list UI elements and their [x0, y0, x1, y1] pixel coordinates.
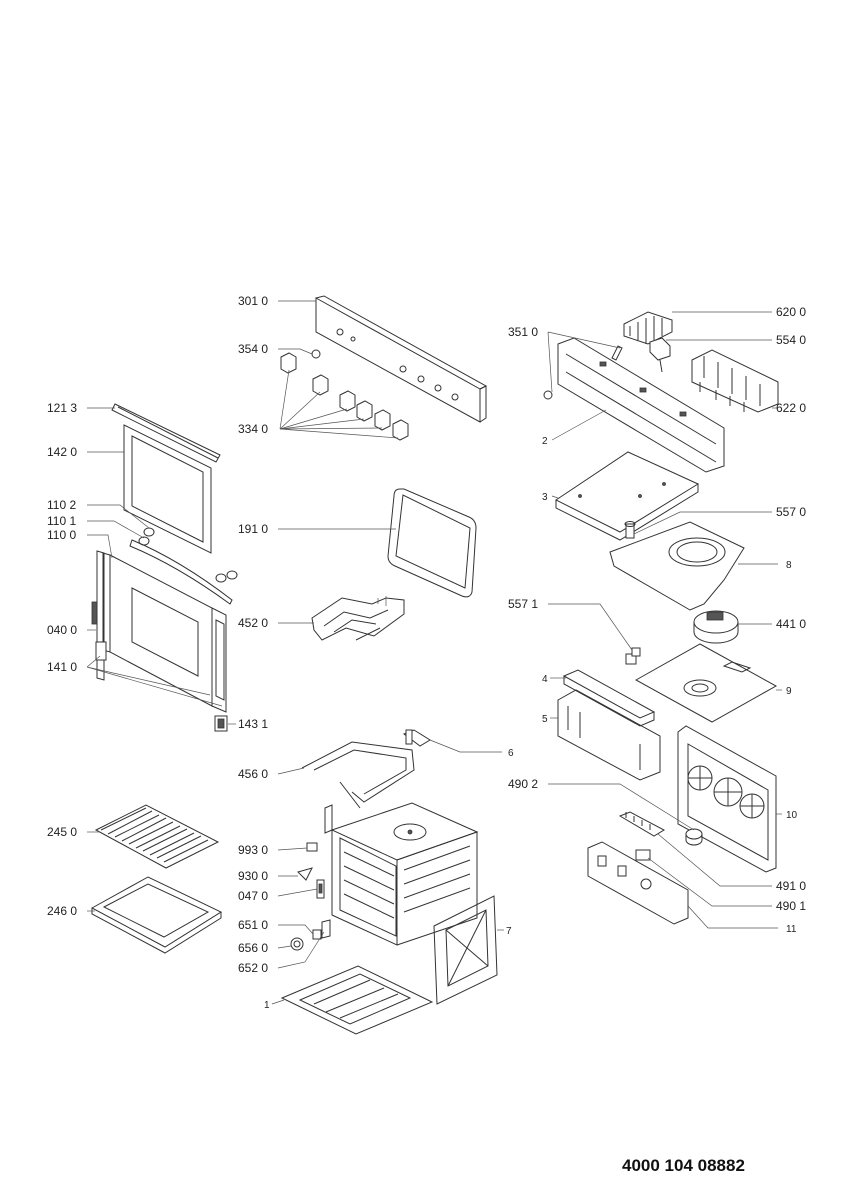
element-bracket	[402, 729, 431, 747]
callout-246-0: 246 0	[47, 904, 77, 918]
callout-110-0: 110 0	[47, 528, 76, 542]
door-clip	[214, 715, 228, 732]
callout-452-0: 452 0	[238, 616, 268, 630]
safety-thermostat	[624, 521, 636, 539]
small-fittings	[290, 842, 331, 951]
callout-490-1: 490 1	[776, 899, 806, 913]
callout-652-0: 652 0	[238, 961, 268, 975]
callout-651-0: 651 0	[238, 918, 268, 932]
document-number: 4000 104 08882	[622, 1156, 745, 1175]
callout-245-0: 245 0	[47, 825, 77, 839]
callout-301-0: 301 0	[238, 294, 268, 308]
callout-993-0: 993 0	[238, 843, 268, 857]
lower-heating-element	[301, 741, 415, 809]
callout-142-0: 142 0	[47, 445, 77, 459]
relay	[635, 849, 651, 861]
terminal-strip	[618, 811, 666, 837]
callout-334-0: 334 0	[238, 422, 268, 436]
callout-5: 5	[542, 714, 548, 725]
control-knobs	[280, 352, 409, 441]
callout-930-0: 930 0	[238, 869, 268, 883]
callout-110-2: 110 2	[47, 498, 76, 512]
callout-656-0: 656 0	[238, 941, 268, 955]
wire-rack	[94, 804, 220, 869]
door-side-profiles	[91, 550, 225, 701]
callout-351-0: 351 0	[508, 325, 538, 339]
outer-door-panel	[102, 552, 227, 713]
callout-557-1: 557 1	[508, 597, 538, 611]
callout-557-0: 557 0	[776, 505, 806, 519]
top-cover-plate	[555, 451, 700, 541]
selector-switch	[649, 337, 671, 373]
switch-assembly	[691, 349, 779, 413]
terminal-block	[623, 311, 673, 345]
callout-9: 9	[786, 686, 792, 697]
callout-1: 1	[264, 1000, 270, 1011]
callout-10: 10	[786, 810, 798, 821]
door-gasket	[387, 488, 477, 598]
lower-control-board	[587, 841, 689, 925]
callout-490-2: 490 2	[508, 777, 538, 791]
baking-tray	[90, 876, 223, 954]
callout-3: 3	[542, 492, 548, 503]
callout-143-1: 143 1	[238, 717, 268, 731]
callout-622-0: 622 0	[776, 401, 806, 415]
callout-4: 4	[542, 674, 548, 685]
callout-121-3: 121 3	[47, 401, 77, 415]
callout-141-0: 141 0	[47, 660, 77, 674]
leader-lines	[86, 300, 782, 1005]
callout-7: 7	[506, 926, 512, 937]
air-duct	[562, 669, 656, 727]
bottom-plate	[280, 965, 434, 1035]
fan-motor	[693, 610, 739, 644]
cavity-back-panel	[433, 895, 498, 1005]
rear-panel	[634, 643, 778, 723]
small-knob	[311, 349, 321, 359]
callout-441-0: 441 0	[776, 617, 806, 631]
callout-110-1: 110 1	[47, 514, 76, 528]
callout-456-0: 456 0	[238, 767, 268, 781]
overheat-thermostat	[625, 647, 641, 665]
callout-554-0: 554 0	[776, 333, 806, 347]
inner-glass-panel	[123, 424, 212, 554]
callout-11: 11	[786, 924, 797, 935]
panel-support-frame	[543, 337, 725, 473]
callout-620-0: 620 0	[776, 305, 806, 319]
grill-element	[311, 596, 405, 641]
rear-housing-panel	[677, 725, 777, 873]
callout-2: 2	[542, 436, 548, 447]
side-duct	[557, 689, 661, 781]
fan-cover-plate	[609, 521, 745, 611]
callout-8: 8	[786, 560, 792, 571]
callout-491-0: 491 0	[776, 879, 806, 893]
hinge-washers	[129, 527, 238, 605]
control-panel	[315, 295, 488, 423]
timer-knob	[685, 828, 703, 846]
oven-cavity	[324, 802, 479, 946]
callout-354-0: 354 0	[238, 342, 268, 356]
callout-6: 6	[508, 748, 514, 759]
callout-047-0: 047 0	[238, 889, 268, 903]
callout-191-0: 191 0	[238, 522, 268, 536]
callout-040-0: 040 0	[47, 623, 77, 637]
